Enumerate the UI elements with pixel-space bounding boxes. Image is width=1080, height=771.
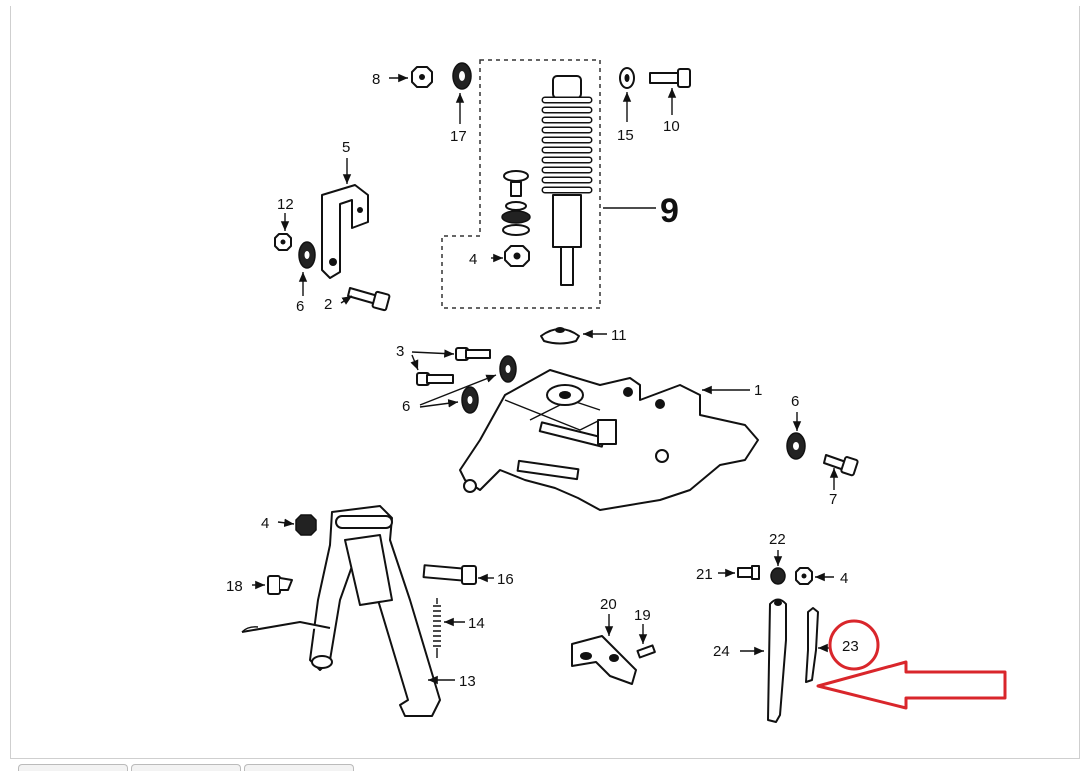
rubber-bushing-11 [540,327,607,345]
label-4-side: 4 [840,570,848,587]
center-stand-13 [241,505,455,717]
nut-8 [389,66,433,88]
highlight-arrow [816,660,1007,710]
label-14: 14 [468,615,485,632]
bottom-tab[interactable] [18,764,128,771]
label-13: 13 [459,673,476,690]
screw-19 [636,624,656,659]
label-20: 20 [600,596,617,613]
label-6-mid: 6 [402,398,410,415]
label-11: 11 [611,327,627,344]
nut-4-left [277,514,317,536]
label-17: 17 [450,128,467,145]
label-21: 21 [696,566,713,583]
label-22: 22 [769,531,786,548]
label-1: 1 [754,382,762,399]
label-19: 19 [634,607,651,624]
clip-18 [252,575,293,595]
spring-14 [433,598,465,658]
label-16: 16 [497,571,514,588]
label-4-stand: 4 [261,515,269,532]
bracket-5 [321,158,369,279]
bolt-7 [823,454,859,490]
side-stand-24 [740,598,787,723]
label-24: 24 [713,643,730,660]
bolt-10 [649,68,691,115]
label-23: 23 [842,638,859,655]
washer-22 [770,550,786,585]
bolt-21 [718,565,760,580]
label-2: 2 [324,296,332,313]
callout-labels: 8 17 15 10 5 12 9 4 6 2 11 3 6 1 6 7 4 1… [226,71,859,690]
washer-15 [619,67,635,122]
label-3: 3 [396,343,404,360]
shock-absorber-group [441,59,656,309]
engine-bracket-1 [459,369,759,511]
washers-6-mid [419,355,517,414]
spring-23 [805,607,830,683]
label-5: 5 [342,139,350,156]
label-6-top: 6 [296,298,304,315]
highlight-circle [828,619,880,671]
bottom-tab-strip [18,764,354,771]
nut-4-right [795,567,834,585]
label-15: 15 [617,127,634,144]
bolts-3 [410,347,491,386]
label-8: 8 [372,71,380,88]
nut-12 [274,213,292,251]
washer-6-top [298,241,316,296]
label-18: 18 [226,578,243,595]
bolt-2 [340,287,391,312]
bottom-tab[interactable] [244,764,354,771]
label-4-shock: 4 [469,251,477,268]
bracket-20 [571,614,637,685]
bottom-tab[interactable] [131,764,241,771]
shock-spring [541,96,593,194]
washer-6-right [786,412,806,460]
label-12: 12 [277,196,294,213]
label-6-right: 6 [791,393,799,410]
label-10: 10 [663,118,680,135]
bolt-16 [422,564,494,585]
label-9: 9 [660,192,679,230]
washer-17 [452,62,472,124]
label-7: 7 [829,491,837,508]
